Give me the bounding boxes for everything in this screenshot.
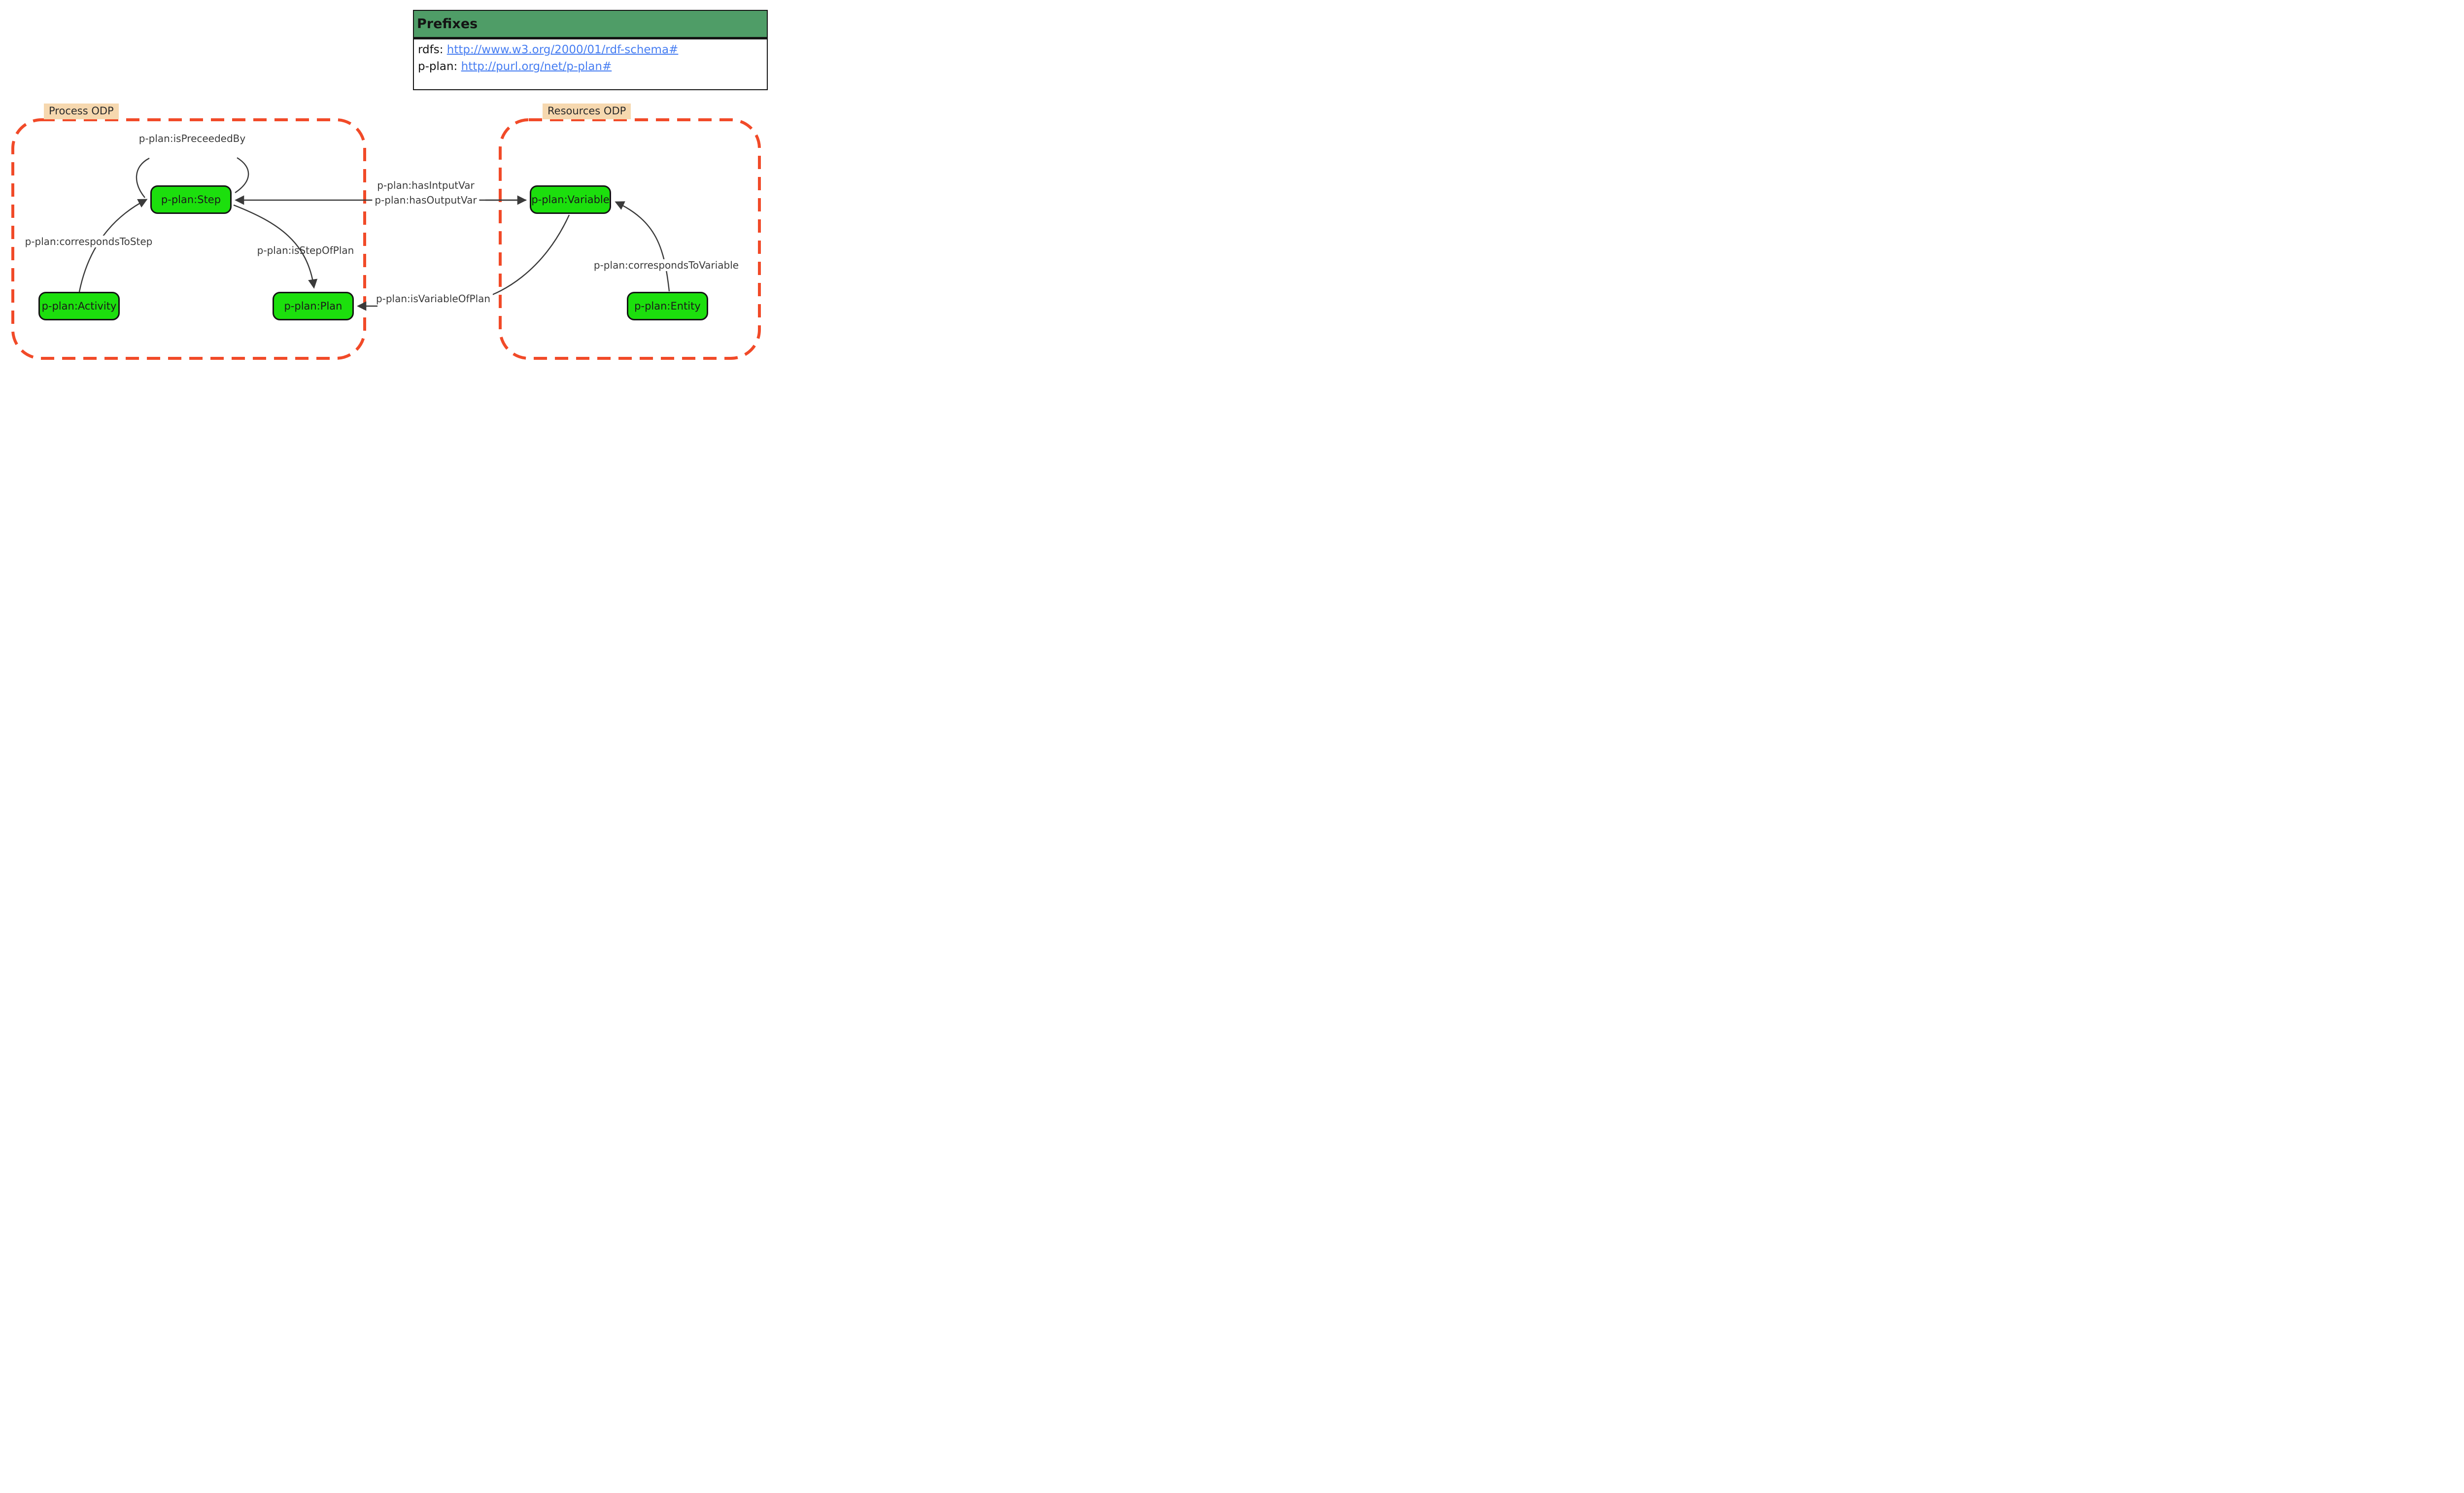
prefixes-title: Prefixes	[417, 16, 478, 32]
resources-odp-group-border	[499, 118, 761, 360]
prefix-rdfs-link[interactable]: http://www.w3.org/2000/01/rdf-schema#	[446, 43, 679, 56]
prefix-row-rdfs: rdfs: http://www.w3.org/2000/01/rdf-sche…	[418, 43, 763, 56]
edge-is-variable-of-plan-curve	[463, 214, 570, 304]
diagram-canvas: Prefixes rdfs: http://www.w3.org/2000/01…	[0, 0, 779, 374]
prefixes-panel: Prefixes rdfs: http://www.w3.org/2000/01…	[413, 10, 768, 90]
edge-corresponds-to-variable	[615, 201, 670, 292]
node-step: p-plan:Step	[150, 185, 232, 214]
node-plan: p-plan:Plan	[273, 292, 354, 320]
edge-label-corresponds-to-step: p-plan:correspondsToStep	[22, 236, 155, 247]
edge-label-has-intput-var: p-plan:hasIntputVar	[377, 179, 475, 191]
edge-label-is-step-of-plan: p-plan:isStepOfPlan	[257, 244, 354, 256]
resources-odp-group-label: Resources ODP	[543, 104, 631, 119]
edge-label-is-preceeded-by: p-plan:isPreceededBy	[138, 133, 246, 144]
process-odp-group-label: Process ODP	[44, 104, 119, 119]
prefixes-panel-header: Prefixes	[414, 11, 767, 39]
edge-is-preceeded-by-left-arc	[136, 157, 150, 198]
edge-label-is-variable-of-plan: p-plan:isVariableOfPlan	[373, 293, 493, 305]
node-entity: p-plan:Entity	[627, 292, 708, 320]
prefix-row-pplan: p-plan: http://purl.org/net/p-plan#	[418, 60, 763, 73]
prefix-pplan-label: p-plan:	[418, 60, 458, 73]
prefix-rdfs-label: rdfs:	[418, 43, 444, 56]
node-activity: p-plan:Activity	[38, 292, 120, 320]
prefixes-body: rdfs: http://www.w3.org/2000/01/rdf-sche…	[414, 39, 767, 73]
prefix-pplan-link[interactable]: http://purl.org/net/p-plan#	[461, 60, 612, 73]
edge-label-has-output-var: p-plan:hasOutputVar	[372, 194, 479, 206]
node-variable: p-plan:Variable	[530, 185, 611, 214]
edge-is-preceeded-by-right-arc	[235, 157, 249, 193]
edge-label-corresponds-to-variable: p-plan:correspondsToVariable	[591, 259, 742, 271]
